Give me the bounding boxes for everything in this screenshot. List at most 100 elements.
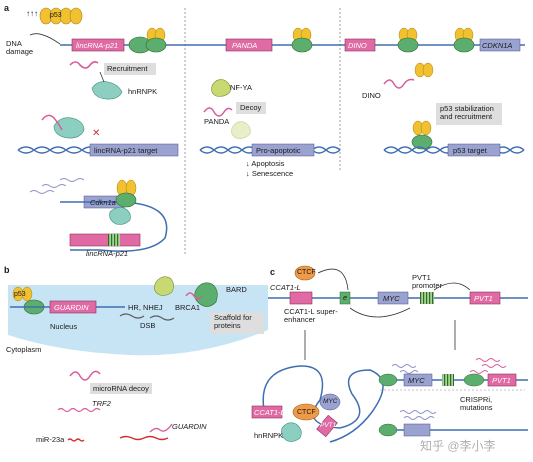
arrow-to-hnrnpk (99, 71, 105, 83)
p53-tetramer-loop (115, 179, 137, 208)
bard-label: BARD (226, 285, 247, 294)
guardin-duplex (119, 435, 169, 441)
p53-dino-complex (414, 62, 434, 78)
cdkn1a-gene (479, 38, 521, 52)
chromatin-loop-a (60, 201, 168, 252)
e-box (339, 291, 351, 305)
hnrnpk-loop (109, 207, 131, 225)
p53-label-a: p53 (50, 12, 62, 19)
p53-tetramer-top (39, 7, 83, 25)
hnrnpk-protein-c (281, 422, 302, 442)
panel-a-label: a (4, 3, 10, 13)
dna-damage-label: DNA damage (6, 39, 34, 56)
pvt1-promoter (420, 292, 434, 304)
green-pro-bottom (378, 423, 398, 437)
pro-apoptotic-label: Pro-apoptotic (256, 146, 301, 155)
ccat1l-box-label: CCAT1-L (254, 408, 285, 417)
e-label: e (343, 293, 348, 302)
guardin-gene (49, 300, 97, 314)
trf2-transcript (57, 407, 101, 413)
cytoplasm-label: Cytoplasm (6, 345, 42, 354)
ccat1l-se-label: CCAT1-L super-enhancer (284, 307, 338, 324)
panel-c-label: c (270, 267, 276, 277)
pvt1-label: PVT1 (474, 294, 493, 303)
pvt1-gene (469, 291, 501, 305)
myc-label: MYC (383, 294, 400, 303)
hr-nhej-label: HR, NHEJ (128, 303, 163, 312)
p53-on-dna-a (128, 27, 167, 54)
guardin-tail (149, 423, 173, 433)
microrna-rna (69, 370, 101, 381)
lincrna-p21-bottom-gene (69, 233, 141, 247)
scaffold-callout (210, 312, 264, 334)
hnrnpk-complex-a (53, 117, 85, 139)
hnrnpk-protein-a (91, 81, 123, 100)
scaffold-label: Scaffold for proteins (214, 313, 252, 330)
lincrna-p21-target-box (89, 143, 179, 157)
dino-gene (344, 38, 376, 52)
pvt1-loop (316, 414, 338, 438)
myc-right-label: MYC (408, 376, 425, 385)
blue-gene-bottom (403, 423, 431, 437)
hnrnpk-label-c: hnRNPK (254, 431, 284, 440)
dsb-label: DSB (140, 321, 156, 330)
pvt1-gene-right (487, 373, 517, 387)
p53-on-dna-panda (291, 27, 313, 53)
nf-ya-protein (211, 79, 231, 97)
microrna-decoy-callout (90, 383, 152, 394)
panel-b-label: b (4, 265, 10, 275)
lincrna-p21-gene-label: lincRNA-p21 (76, 41, 119, 50)
decoy-callout (236, 102, 266, 114)
apoptosis-label: ↓ Apoptosis (246, 159, 285, 168)
guardin-rna-b (185, 292, 203, 300)
p53-on-dna-dino (397, 27, 475, 53)
lincrna-target-label: lincRNA-p21 target (94, 146, 158, 155)
panda-rna (203, 107, 233, 117)
dino-gene-label: DINO (348, 41, 367, 50)
ccat1l-label: CCAT1-L (270, 283, 301, 292)
ctcf-loop-label: CTCF (297, 409, 316, 416)
pvt1-promoter-label: PVT1 promoter (412, 273, 443, 290)
nucleus-label: Nucleus (50, 322, 78, 331)
arc-ctcf (317, 268, 349, 291)
guardin-gene-label: GUARDIN (54, 303, 89, 312)
ccat1l-enhancer (289, 291, 313, 305)
brca1-label: BRCA1 (175, 303, 201, 312)
nf-ya-label: NF-YA (230, 83, 252, 92)
decoy-label: Decoy (240, 103, 262, 112)
brca1-protein (154, 276, 174, 296)
mir23a (67, 438, 85, 442)
myc-gene-right (403, 373, 433, 387)
lincrna-p21-stripes (108, 234, 120, 246)
stripes-right (442, 374, 454, 386)
ctcf-loop (292, 403, 320, 421)
arc-e-myc (349, 307, 411, 318)
panda-gene-label: PANDA (232, 41, 258, 50)
p53-stab-callout (436, 103, 502, 125)
myc-gene (377, 291, 409, 305)
mir23a-label: miR-23a (36, 435, 65, 444)
crispri-label: CRISPRi, mutations (460, 395, 493, 412)
lincrna-p21-bottom-label: lincRNA-p21 (86, 249, 129, 258)
watermark: 知乎 @李小李 (420, 439, 496, 453)
arc-pvt1 (433, 282, 471, 291)
lincrna-strand-complex (41, 114, 63, 131)
p53-target-complex (411, 120, 433, 150)
rna-waves-myc (391, 364, 419, 374)
chromatin-loop-c (262, 365, 384, 443)
p53-target-label: p53 target (453, 146, 487, 155)
microrna-decoy-label: microRNA decoy (93, 384, 149, 393)
lincrna-transcript-a (69, 61, 99, 69)
green-pro-myc (378, 373, 398, 387)
recruitment-label: Recruitment (107, 64, 148, 73)
pvt1-right-label: PVT1 (492, 376, 511, 385)
p53-stab-label: p53 stabilization and recruitment (440, 104, 494, 121)
ctcf-protein (294, 265, 316, 281)
ccat1l-box-loop (251, 405, 283, 419)
hnrnpk-label-a: hnRNPK (128, 87, 158, 96)
green-pro-pvt1 (463, 373, 485, 387)
dino-rna (383, 78, 415, 89)
p53-target-box (447, 143, 501, 157)
rna-waves-a (29, 178, 85, 194)
